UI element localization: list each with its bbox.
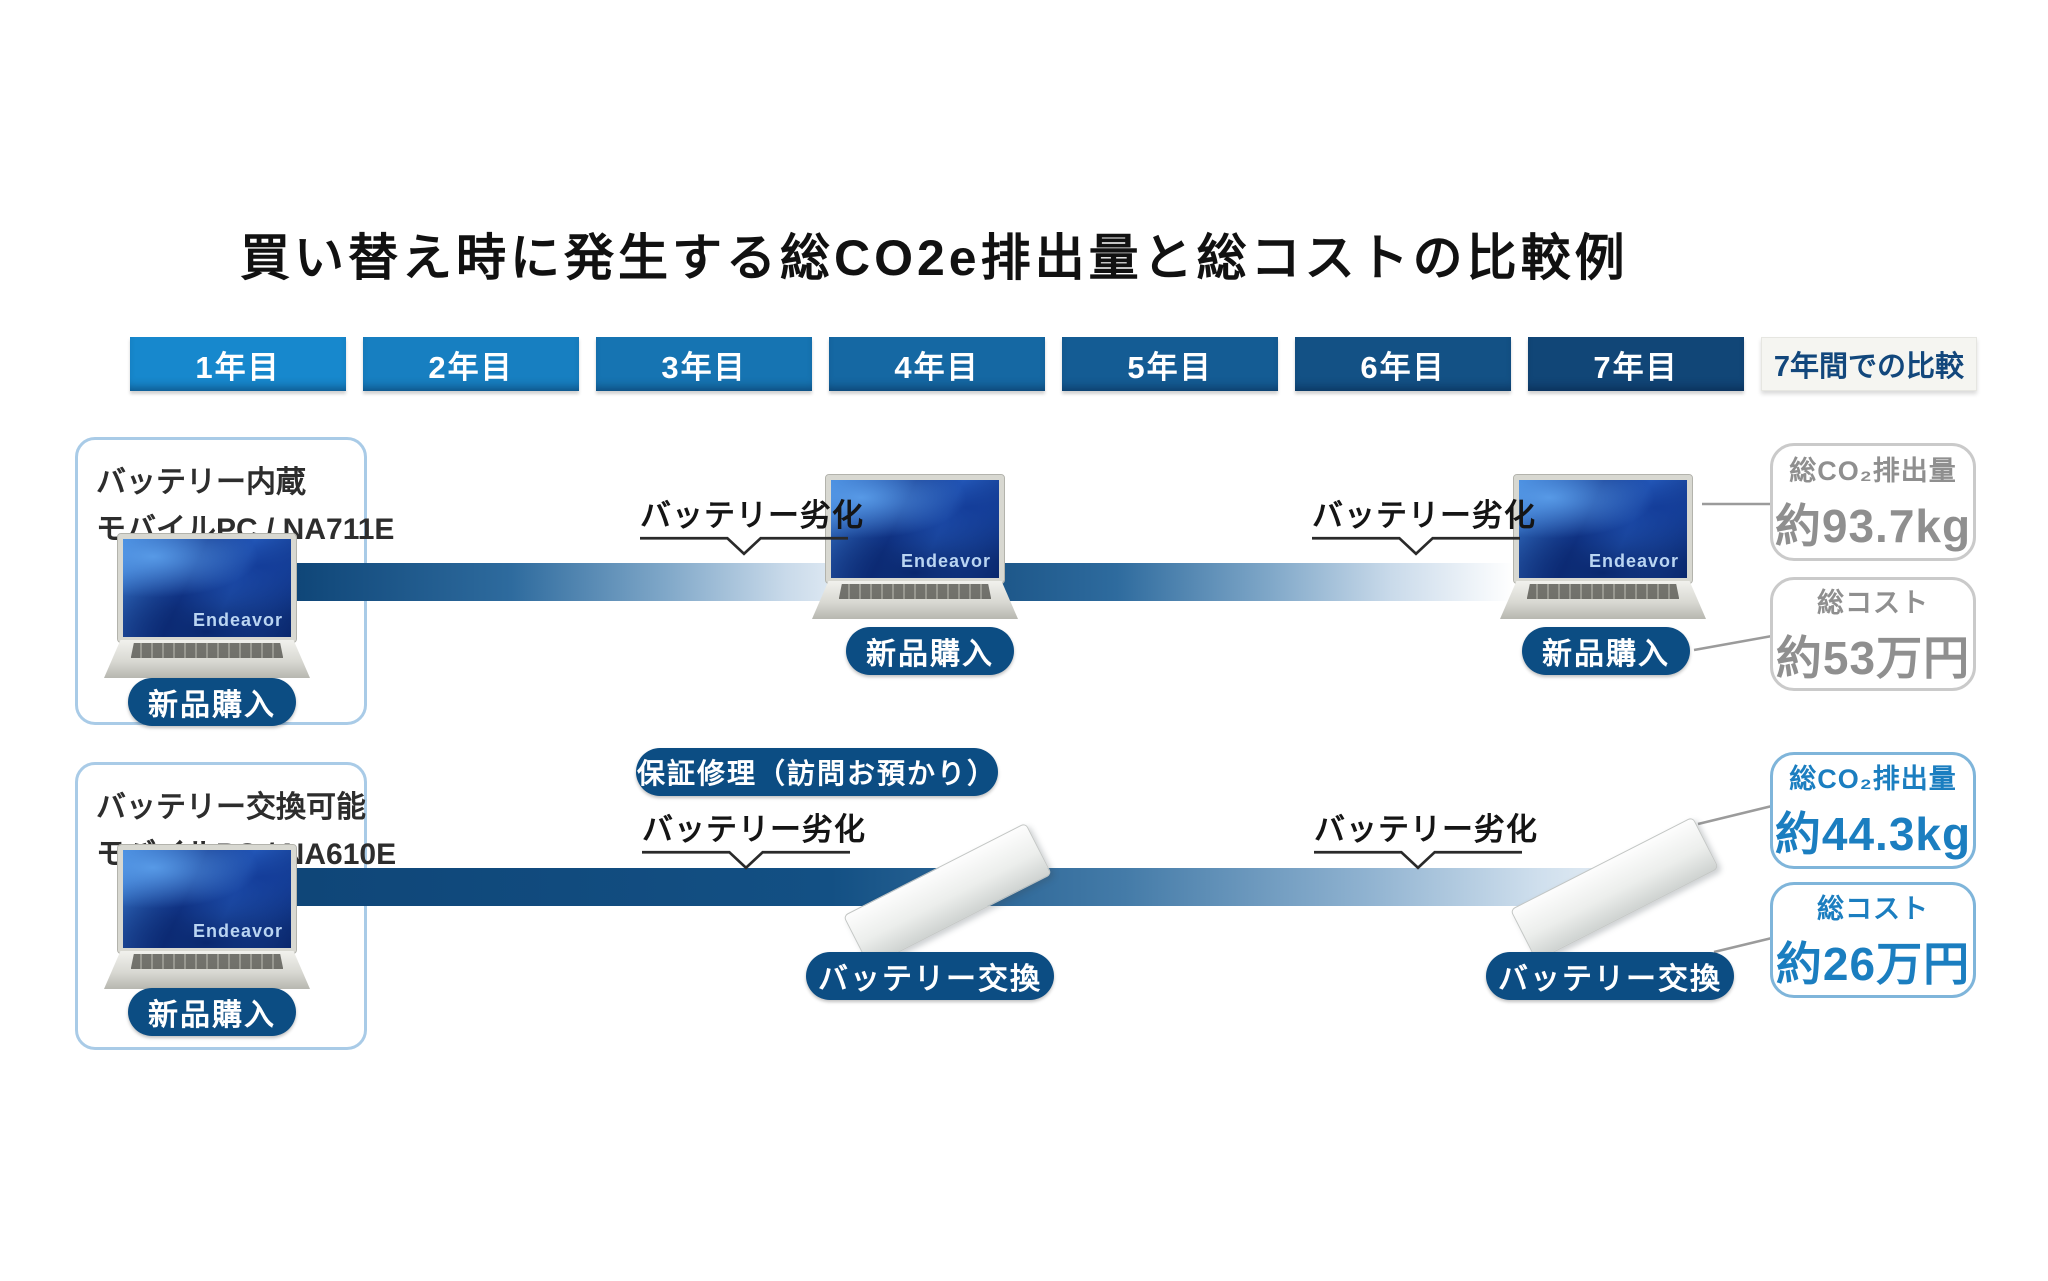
cost-result-value: 約53万円 — [1775, 631, 1971, 684]
co2-result-title: 総CO₂排出量 — [1789, 455, 1957, 486]
row2-laptop: Endeavor — [104, 844, 310, 989]
year-cell-7: 7年目 — [1528, 337, 1744, 391]
row2-swap-pill-2: バッテリー交換 — [1486, 952, 1734, 1000]
cost-result-title: 総コスト — [1817, 587, 1929, 618]
row1-degradation-annotation-2: バッテリー劣化 — [1312, 490, 1535, 556]
laptop-screen: Endeavor — [117, 844, 297, 954]
row1-cost-result-box: 総コスト 約53万円 — [1770, 577, 1976, 691]
laptop-brand-label: Endeavor — [192, 610, 283, 630]
laptop-keyboard — [1500, 581, 1706, 619]
cost-result-value: 約26万円 — [1775, 937, 1971, 990]
degradation-pointer-line — [640, 536, 848, 556]
row1-purchase-pill-3: 新品購入 — [1522, 627, 1690, 675]
degradation-pointer-line — [1314, 850, 1522, 870]
laptop-screen: Endeavor — [1513, 474, 1693, 584]
row1-purchase-pill-1: 新品購入 — [128, 678, 296, 726]
row2-purchase-pill: 新品購入 — [128, 988, 296, 1036]
laptop-screen: Endeavor — [825, 474, 1005, 584]
row1-degradation-annotation-1: バッテリー劣化 — [640, 490, 863, 556]
year-cell-3: 3年目 — [596, 337, 812, 391]
year-cell-1: 1年目 — [130, 337, 346, 391]
timeline-header: 1年目 2年目 3年目 4年目 5年目 6年目 7年目 7年間での比較 — [130, 337, 1977, 391]
degradation-pointer-line — [1312, 536, 1520, 556]
laptop-brand-label: Endeavor — [900, 551, 991, 571]
row2-cost-result-box: 総コスト 約26万円 — [1770, 882, 1976, 998]
degradation-pointer-line — [642, 850, 850, 870]
laptop-brand-label: Endeavor — [1588, 551, 1679, 571]
row1-laptop-3: Endeavor — [1500, 474, 1706, 619]
year-cell-6: 6年目 — [1295, 337, 1511, 391]
row1-timeline-band-segment1 — [297, 563, 909, 601]
page-title: 買い替え時に発生する総CO2e排出量と総コストの比較例 — [240, 230, 1629, 286]
co2-result-title: 総CO₂排出量 — [1789, 764, 1957, 794]
row2-degradation-annotation-1: バッテリー劣化 — [642, 804, 865, 870]
co2-result-value: 約93.7kg — [1774, 499, 1972, 552]
row1-co2-result-box: 総CO₂排出量 約93.7kg — [1770, 443, 1976, 561]
row1-purchase-pill-2: 新品購入 — [846, 627, 1014, 675]
laptop-brand-label: Endeavor — [192, 921, 283, 941]
row2-degradation-annotation-2: バッテリー劣化 — [1314, 804, 1537, 870]
laptop-keyboard — [812, 581, 1018, 619]
cost-result-title: 総コスト — [1817, 893, 1929, 924]
comparison-header-cell: 7年間での比較 — [1761, 337, 1977, 391]
row2-swap-pill-1: バッテリー交換 — [806, 952, 1054, 1000]
co2-result-value: 約44.3kg — [1774, 808, 1972, 860]
year-cell-2: 2年目 — [363, 337, 579, 391]
row1-type-label: バッテリー内蔵 — [96, 466, 306, 499]
row2-warranty-pill: 保証修理（訪問お預かり） — [636, 748, 998, 796]
row1-laptop-2: Endeavor — [812, 474, 1018, 619]
row2-co2-result-box: 総CO₂排出量 約44.3kg — [1770, 752, 1976, 869]
laptop-keyboard — [104, 640, 310, 678]
laptop-screen: Endeavor — [117, 533, 297, 643]
row1-laptop-1: Endeavor — [104, 533, 310, 678]
year-cell-4: 4年目 — [829, 337, 1045, 391]
year-cell-5: 5年目 — [1062, 337, 1278, 391]
laptop-keyboard — [104, 951, 310, 989]
row2-type-label: バッテリー交換可能 — [96, 791, 366, 824]
